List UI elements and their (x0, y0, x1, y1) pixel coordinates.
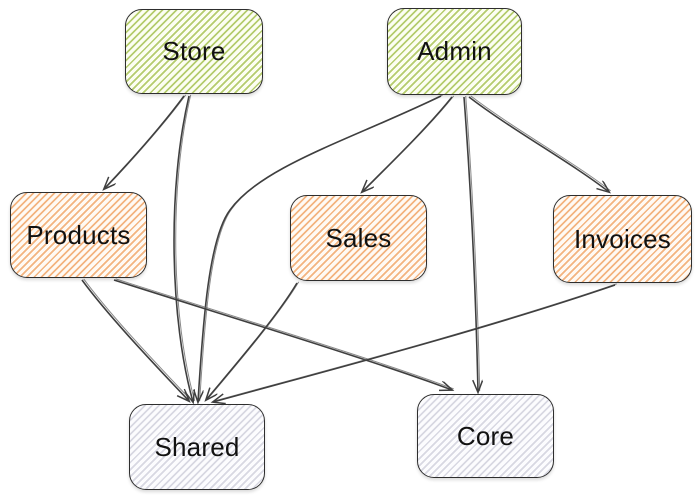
edge-echo-invoices-shared (214, 283, 617, 402)
edge-echo-store-shared (175, 94, 196, 402)
edge-echo-products-shared (83, 278, 192, 401)
edge-store-products (104, 95, 185, 189)
node-label-invoices: Invoices (574, 223, 671, 254)
node-label-products: Products (26, 219, 131, 250)
node-label-store: Store (162, 36, 226, 66)
edge-admin-invoices (468, 96, 609, 192)
edge-echo-admin-invoices (470, 95, 612, 192)
node-admin[interactable]: Admin (387, 8, 522, 95)
edge-store-shared (173, 95, 193, 402)
edge-sales-shared (206, 282, 298, 400)
node-products[interactable]: Products (10, 192, 147, 278)
edge-admin-core (463, 96, 478, 392)
node-label-core: Core (456, 420, 515, 451)
node-core[interactable]: Core (417, 394, 554, 478)
node-invoices[interactable]: Invoices (553, 195, 692, 283)
edge-products-shared (81, 279, 189, 401)
edge-admin-sales (362, 96, 453, 192)
node-store[interactable]: Store (125, 9, 263, 94)
node-sales[interactable]: Sales (290, 195, 427, 281)
node-shared[interactable]: Shared (129, 404, 265, 490)
node-label-admin: Admin (417, 36, 492, 66)
edge-echo-admin-core (465, 95, 481, 391)
edge-invoices-shared (213, 284, 616, 402)
node-label-sales: Sales (325, 222, 392, 253)
edge-echo-products-core (115, 278, 454, 390)
edge-products-core (113, 279, 452, 390)
node-label-shared: Shared (154, 431, 240, 462)
edge-admin-shared (198, 95, 442, 402)
